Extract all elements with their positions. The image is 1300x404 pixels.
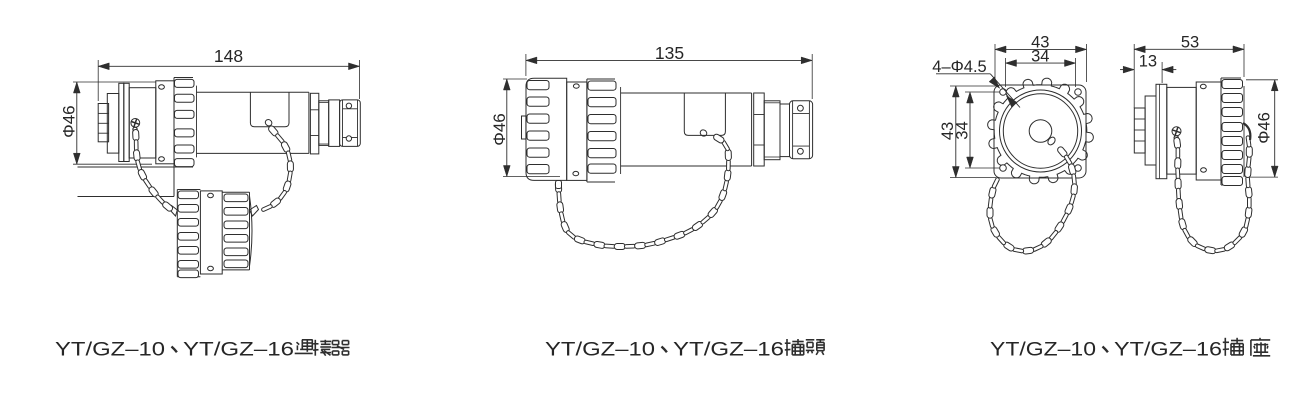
svg-text:148: 148	[214, 46, 243, 66]
svg-text:34: 34	[953, 121, 971, 139]
svg-text:YT/GZ–10: YT/GZ–10	[990, 339, 1096, 361]
svg-text:YT/GZ–10: YT/GZ–10	[55, 339, 165, 361]
svg-text:YT/GZ–16: YT/GZ–16	[1114, 339, 1222, 361]
svg-text:YT/GZ–10: YT/GZ–10	[545, 339, 655, 361]
svg-text:Φ46: Φ46	[1255, 112, 1273, 144]
svg-text:4–Φ4.5: 4–Φ4.5	[932, 58, 986, 76]
svg-text:53: 53	[1181, 34, 1199, 52]
svg-text:34: 34	[1031, 48, 1049, 66]
svg-text:YT/GZ–16: YT/GZ–16	[673, 339, 784, 361]
svg-text:13: 13	[1139, 53, 1157, 71]
svg-text:135: 135	[655, 43, 684, 63]
svg-text:Φ46: Φ46	[60, 105, 79, 137]
svg-text:43: 43	[939, 122, 957, 140]
svg-text:Φ46: Φ46	[490, 113, 509, 145]
svg-text:43: 43	[1031, 34, 1049, 52]
svg-text:YT/GZ–16: YT/GZ–16	[183, 339, 294, 361]
